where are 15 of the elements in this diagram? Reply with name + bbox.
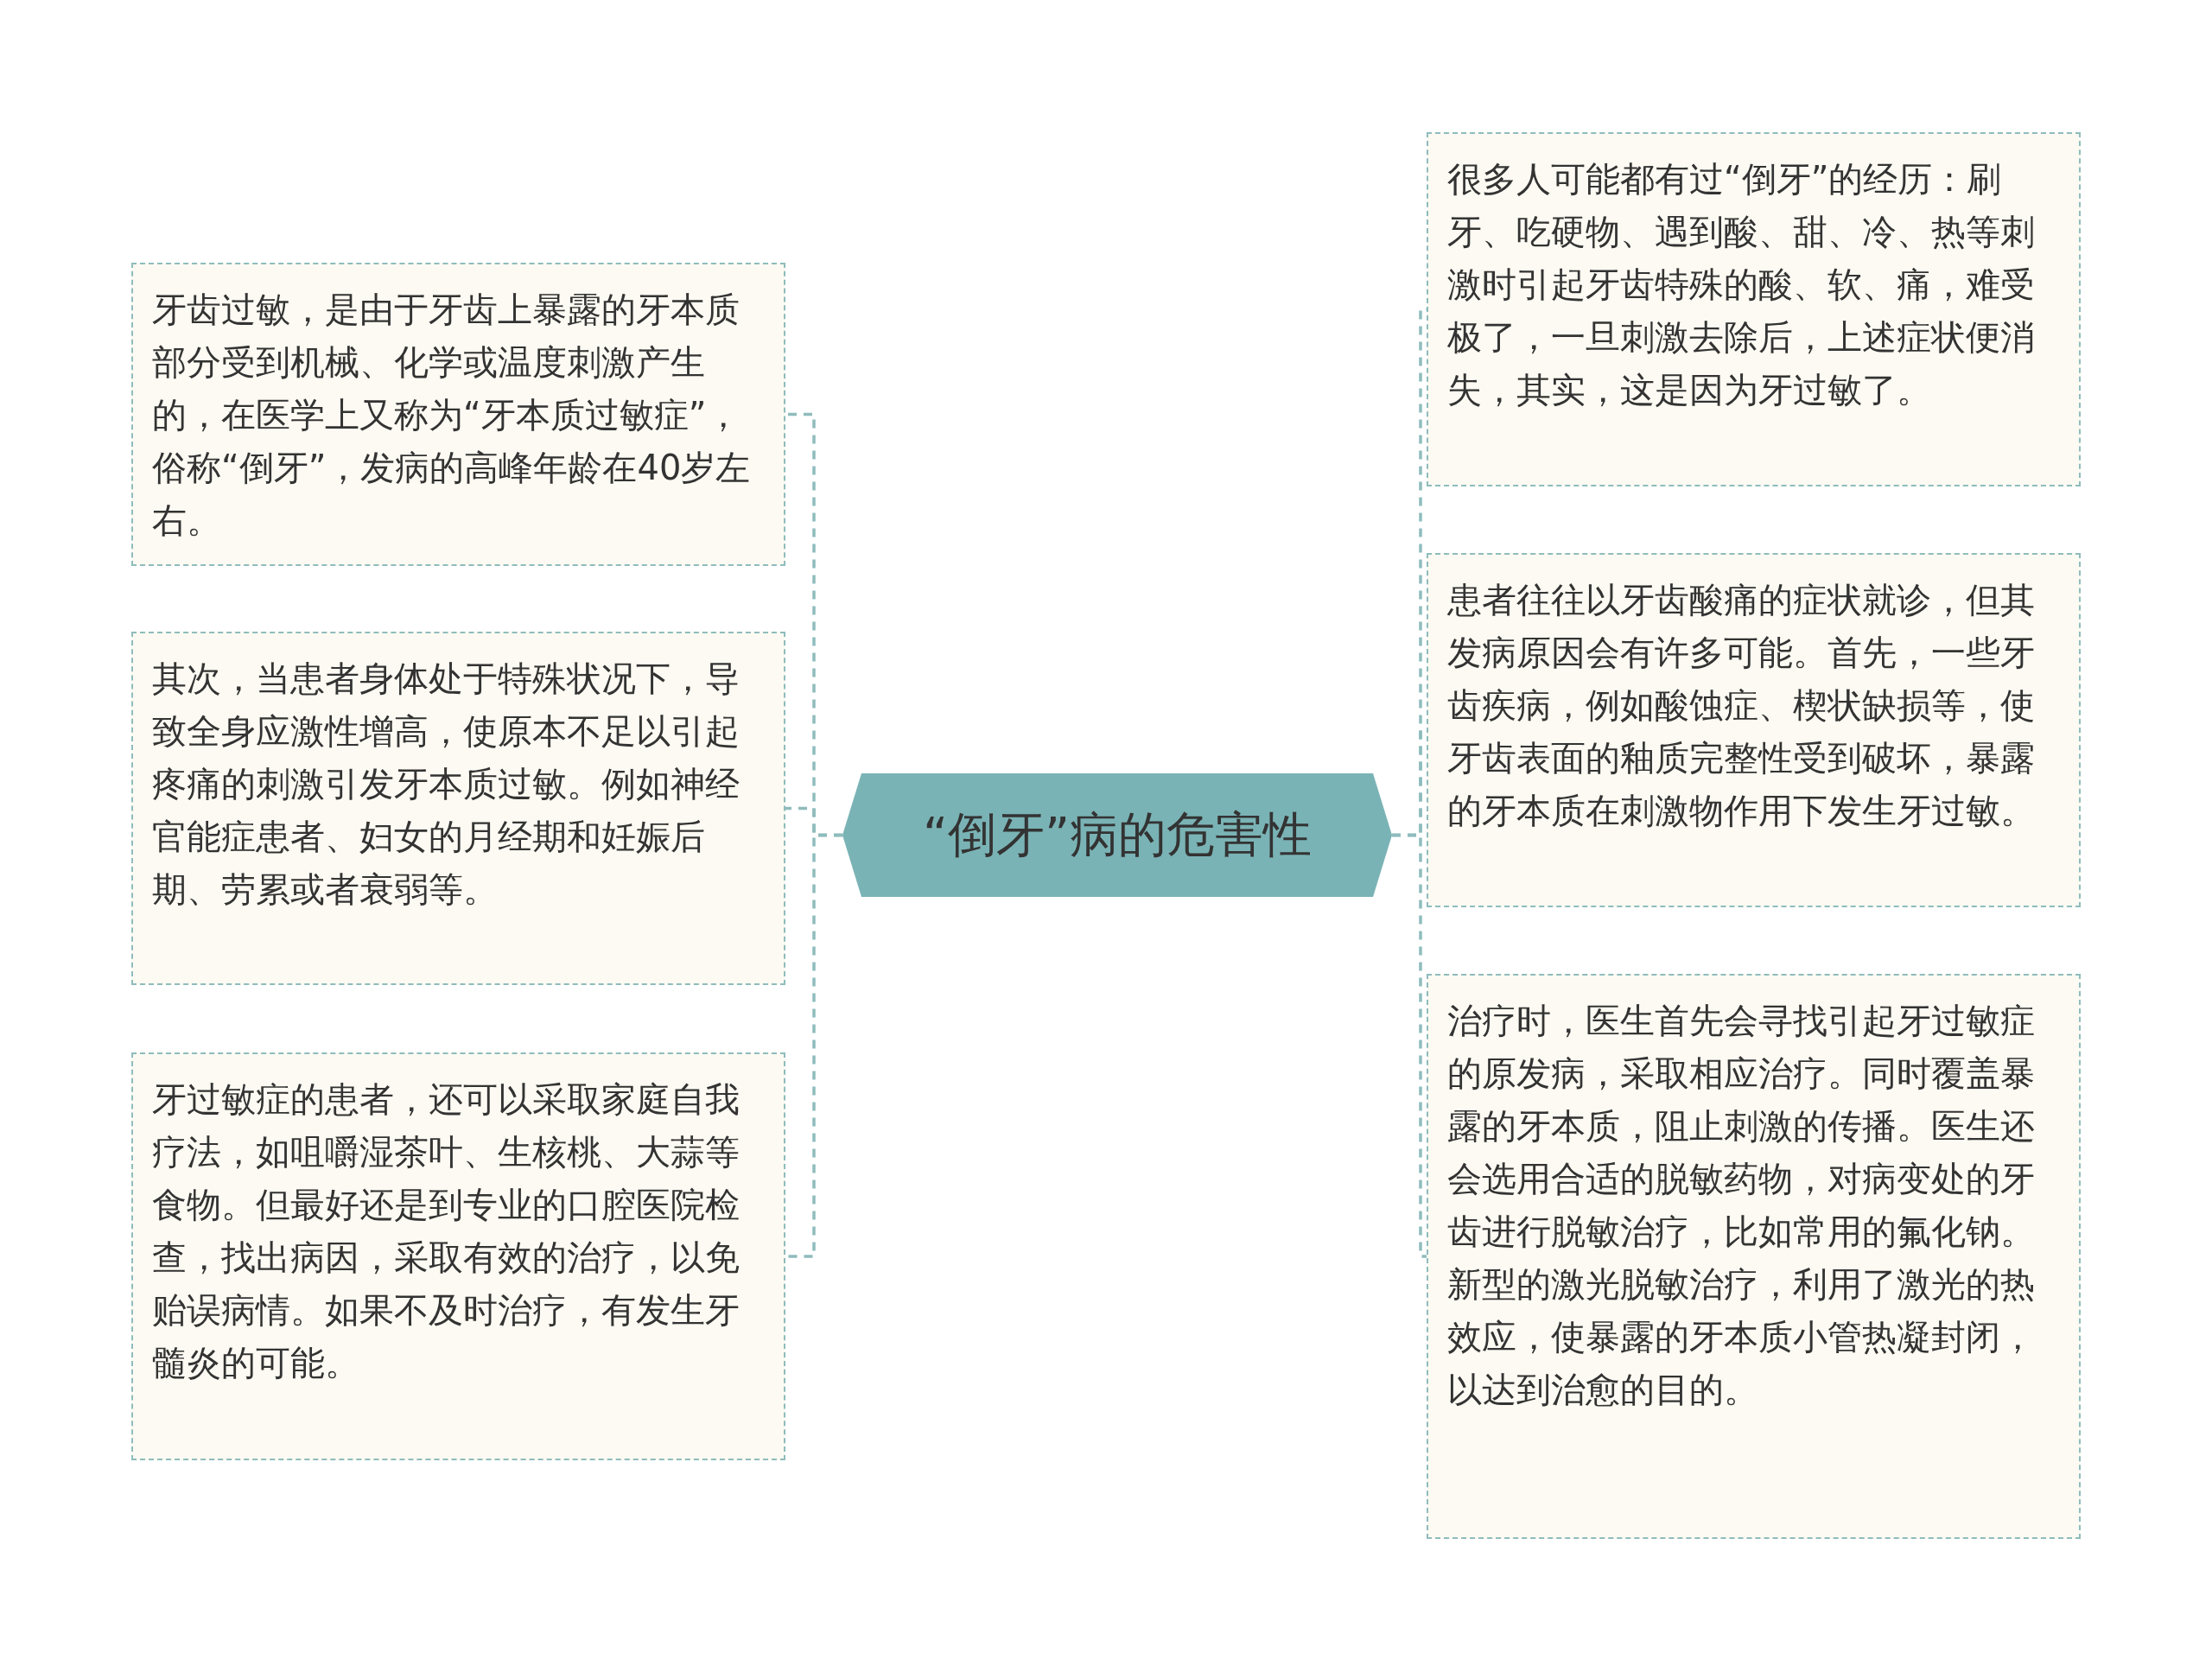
note-text: 很多人可能都有过“倒牙”的经历：刷牙、吃硬物、遇到酸、甜、冷、热等刺激时引起牙齿特殊的酸、软、痛，难受极了，一旦刺激去除后，上述症状便消失，其实，这是因为牙过敏了。	[1447, 158, 2036, 411]
note-text: 牙齿过敏，是由于牙齿上暴露的牙本质部分受到机械、化学或温度刺激产生的，在医学上又称为“牙本质过敏症”，俗称“倒牙”，发病的高峰年龄在40岁左右。	[152, 289, 752, 542]
note-box	[131, 263, 785, 566]
note-box	[1427, 132, 2081, 486]
note-text: 牙过敏症的患者，还可以采取家庭自我疗法，如咀嚼湿茶叶、生核桃、大蒜等食物。但最好还是到专业的口腔医院检查，找出病因，采取有效的治疗，以免贻误病情。如果不及时治疗，有发生牙髓炎的可能。	[152, 1078, 741, 1384]
topic-hexagon	[842, 773, 1392, 897]
note-box	[1427, 553, 2081, 907]
note-text: 患者往往以牙齿酸痛的症状就诊，但其发病原因会有许多可能。首先，一些牙齿疾病，例如酸蚀症、楔状缺损等，使牙齿表面的釉质完整性受到破坏，暴露的牙本质在刺激物作用下发生牙过敏。	[1447, 579, 2036, 832]
note-text: 其次，当患者身体处于特殊状况下，导致全身应激性增高，使原本不足以引起疼痛的刺激引发牙本质过敏。例如神经官能症患者、妇女的月经期和妊娠后期、劳累或者衰弱等。	[152, 658, 741, 911]
topic-title: “倒牙”病的危害性	[922, 804, 1313, 864]
note-text: 治疗时，医生首先会寻找引起牙过敏症的原发病，采取相应治疗。同时覆盖暴露的牙本质，阻止刺激的传播。医生还会选用合适的脱敏药物，对病变处的牙齿进行脱敏治疗，比如常用的氟化钠。新型的激光脱敏治疗，利用了激光的热效应，使暴露的牙本质小管热凝封闭，以达到治愈的目的。	[1447, 1000, 2036, 1411]
connector-line	[1392, 833, 1427, 1258]
note-box	[1427, 974, 2081, 1539]
note-box	[131, 1052, 785, 1460]
note-box	[131, 632, 785, 985]
